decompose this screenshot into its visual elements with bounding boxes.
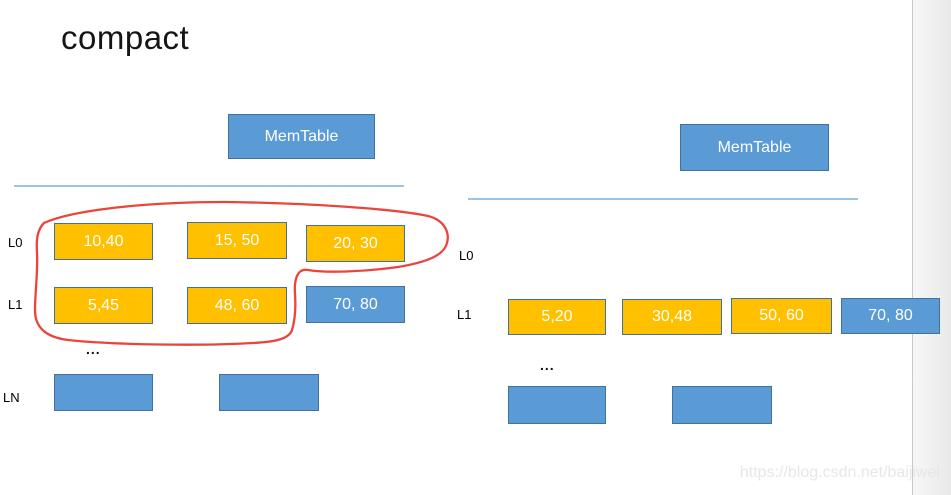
memtable-box-after: MemTable <box>680 124 829 171</box>
memtable-divider-after <box>468 198 858 200</box>
sst-box-l1-2-before: 48, 60 <box>187 287 287 324</box>
sst-box-l1-4-after: 70, 80 <box>841 298 940 334</box>
watermark-url: https://blog.csdn.net/baijiwei <box>739 464 940 481</box>
sst-box-ln-2-after <box>672 386 772 424</box>
sst-box-l0-3-before: 20, 30 <box>306 225 405 262</box>
slide-title: compact <box>61 19 190 56</box>
level-label-l1-before: L1 <box>8 297 23 312</box>
sst-box-l1-2-after: 30,48 <box>622 299 722 335</box>
sst-box-ln-1-after <box>508 386 606 424</box>
ellipsis-before: ... <box>86 341 101 357</box>
sst-box-ln-1-before <box>54 374 153 411</box>
sst-box-l1-3-after: 50, 60 <box>731 298 832 334</box>
sst-box-l0-2-before: 15, 50 <box>187 222 287 259</box>
level-label-ln-before: LN <box>3 390 20 405</box>
memtable-box-before: MemTable <box>228 114 375 159</box>
sst-box-l1-3-before: 70, 80 <box>306 286 405 323</box>
sst-box-l0-1-before: 10,40 <box>54 223 153 260</box>
ellipsis-after: ... <box>540 357 555 373</box>
memtable-divider-before <box>14 185 404 187</box>
sst-box-l1-1-after: 5,20 <box>508 299 606 335</box>
sst-box-l1-1-before: 5,45 <box>54 287 153 324</box>
sst-box-ln-2-before <box>219 374 319 411</box>
level-label-l0-after: L0 <box>459 248 474 263</box>
level-label-l1-after: L1 <box>457 307 472 322</box>
slide-edge-gutter <box>912 0 951 495</box>
level-label-l0-before: L0 <box>8 235 23 250</box>
